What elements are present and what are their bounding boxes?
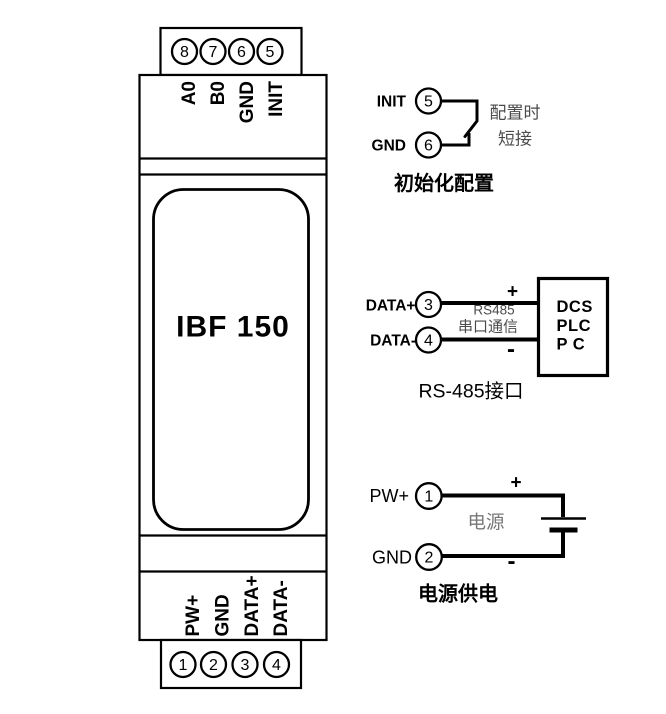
power-pin1-label: PW+ bbox=[369, 486, 409, 506]
bottom-pin-2-number: 2 bbox=[209, 657, 218, 674]
top-pin-label-gnd: GND bbox=[237, 81, 258, 123]
top-pin-label-init: INIT bbox=[266, 81, 287, 117]
power-caption: 电源供电 bbox=[418, 582, 498, 606]
top-pin-label-a0: A0 bbox=[179, 81, 200, 105]
top-pin-7-circle bbox=[199, 37, 227, 66]
bottom-pin-3-circle bbox=[231, 650, 259, 679]
rs485-pin4-number: 4 bbox=[424, 333, 433, 350]
bottom-pin-4-number: 4 bbox=[272, 657, 281, 674]
module-body bbox=[138, 73, 328, 642]
power-pin2-number: 2 bbox=[425, 550, 434, 567]
power-source-label: 电源 bbox=[467, 512, 504, 533]
rs485-pin4-label: DATA- bbox=[370, 332, 416, 349]
dcs-plc-pc-box bbox=[536, 276, 610, 378]
rs485-minus-sign: - bbox=[507, 336, 515, 363]
wire-pin5 bbox=[441, 99, 479, 121]
bottom-pin-label-gnd: GND bbox=[213, 594, 234, 636]
bottom-pin-4-circle bbox=[262, 650, 291, 679]
top-pin-6-number: 6 bbox=[237, 44, 246, 61]
top-pin-8-circle bbox=[170, 37, 199, 66]
top-pin-label-b0: B0 bbox=[208, 81, 229, 105]
init-pin6-circle bbox=[414, 131, 443, 159]
module-device: 8 7 6 5 A0 B0 GND INIT IBF 150 PW+ GND D… bbox=[138, 26, 328, 690]
init-pin5-circle bbox=[414, 87, 443, 115]
init-note-line1: 配置时 bbox=[490, 103, 541, 122]
power-section: PW+ 1 + 电源 - GND 2 电源供电 bbox=[369, 473, 586, 606]
power-pin1-number: 1 bbox=[424, 489, 433, 506]
power-pin2-label: GND bbox=[372, 547, 412, 567]
switch-blade bbox=[463, 119, 479, 138]
init-pin5-number: 5 bbox=[424, 94, 433, 111]
wire-pin6 bbox=[441, 133, 471, 147]
bottom-pin-1-number: 1 bbox=[179, 657, 188, 674]
init-caption: 初始化配置 bbox=[394, 171, 494, 195]
wire-power-minus bbox=[442, 530, 565, 558]
rs485-pin3-number: 3 bbox=[424, 297, 433, 314]
rs485-pin3-label: DATA+ bbox=[366, 297, 416, 314]
box-line-pc: P C bbox=[557, 335, 586, 353]
rs485-bus-note1: RS485 bbox=[473, 303, 514, 318]
box-line-dcs: DCS bbox=[557, 298, 593, 316]
init-pin5-label: INIT bbox=[377, 93, 407, 110]
model-name: IBF 150 bbox=[176, 311, 290, 344]
rs485-plus-sign: + bbox=[507, 282, 518, 303]
module-face bbox=[152, 188, 310, 531]
power-minus-sign: - bbox=[508, 548, 516, 575]
box-line-plc: PLC bbox=[557, 317, 592, 335]
bottom-pin-label-dataminus: DATA- bbox=[271, 580, 292, 636]
top-pin-5-number: 5 bbox=[266, 44, 275, 61]
bottom-pin-2-circle bbox=[199, 650, 228, 679]
top-pin-8-number: 8 bbox=[180, 44, 189, 61]
rs485-bus-note2: 串口通信 bbox=[458, 319, 518, 336]
rs485-caption: RS-485接口 bbox=[418, 381, 523, 403]
bottom-pin-1-circle bbox=[169, 650, 197, 679]
init-pin6-label: GND bbox=[372, 137, 406, 154]
bottom-pin-3-number: 3 bbox=[241, 657, 250, 674]
init-config-section: INIT 5 GND 6 配置时 短接 初始化配置 bbox=[372, 87, 541, 195]
top-pin-6-circle bbox=[227, 37, 256, 66]
top-pin-7-number: 7 bbox=[209, 44, 218, 61]
power-plus-sign: + bbox=[510, 473, 521, 494]
power-pin2-circle bbox=[415, 543, 443, 571]
top-pin-5-circle bbox=[256, 37, 284, 66]
init-pin6-number: 6 bbox=[424, 138, 433, 155]
wire-power-plus bbox=[441, 493, 565, 517]
init-note-line2: 短接 bbox=[498, 129, 532, 148]
bottom-pin-label-dataplus: DATA+ bbox=[242, 575, 263, 636]
rs485-section: DATA+ 3 + RS485 串口通信 DATA- 4 - DCS PLC P… bbox=[366, 276, 610, 403]
bottom-pin-label-pw: PW+ bbox=[183, 595, 204, 637]
